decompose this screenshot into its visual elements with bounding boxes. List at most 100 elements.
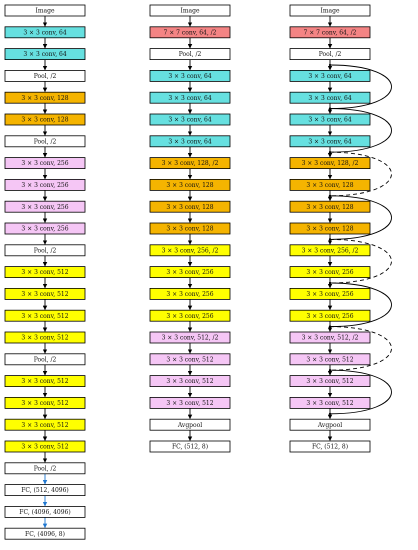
layer-block: 3 × 3 conv, 64 (289, 91, 371, 104)
layer-box (4, 178, 86, 191)
layer-box (289, 375, 371, 388)
layer-label: FC, (512, 4096) (21, 487, 69, 494)
layer-label: 3 × 3 conv, 256 (21, 226, 68, 233)
layer-box (4, 462, 86, 475)
layer-box (289, 331, 371, 344)
layer-label: 3 × 3 conv, 64 (168, 117, 212, 124)
layer-block: 3 × 3 conv, 128 (289, 222, 371, 235)
layer-box (289, 70, 371, 82)
layer-block: 3 × 3 conv, 64 (4, 26, 86, 39)
layer-block: 3 × 3 conv, 512 (4, 287, 86, 300)
layer-block: 3 × 3 conv, 256 (289, 287, 371, 300)
layer-box (149, 157, 231, 170)
layer-box (289, 287, 371, 300)
layer-label: Pool, /2 (34, 247, 57, 254)
layer-box (149, 353, 231, 366)
layer-block: 3 × 3 conv, 512, /2 (149, 331, 231, 344)
layer-label: 3 × 3 conv, 256 (21, 182, 68, 189)
layer-block: 3 × 3 conv, 64 (289, 113, 371, 126)
layer-box (149, 331, 231, 344)
layer-block: 3 × 3 conv, 512 (4, 396, 86, 409)
skip-connection (329, 195, 392, 240)
skip-junction (328, 194, 332, 197)
skip-junction (328, 63, 332, 67)
layer-box (289, 157, 371, 170)
layer-label: 3 × 3 conv, 512 (306, 356, 353, 363)
layer-block: Pool, /2 (149, 48, 231, 60)
layer-box (149, 396, 231, 409)
layer-label: 3 × 3 conv, 128 (21, 117, 68, 124)
layer-label: 3 × 3 conv, 128 (306, 182, 353, 189)
layer-label: 3 × 3 conv, 256 (306, 291, 353, 298)
layer-box (289, 135, 371, 148)
layer-block: 7 × 7 conv, 64, /2 (149, 26, 231, 39)
layer-block: 3 × 3 conv, 128 (149, 178, 231, 191)
layer-box (149, 113, 231, 126)
skip-connection (329, 64, 392, 110)
layer-block: Pool, /2 (4, 353, 86, 366)
layer-box (149, 178, 231, 191)
layer-label: Image (320, 8, 339, 15)
layer-block: 3 × 3 conv, 64 (149, 70, 231, 82)
layer-block: Image (4, 4, 86, 17)
layer-block: 3 × 3 conv, 512 (4, 418, 86, 431)
layer-box (289, 113, 371, 126)
layer-box (4, 70, 86, 82)
layer-box (4, 266, 86, 279)
layer-label: FC, (512, 8) (312, 444, 348, 451)
layer-block: FC, (512, 8) (289, 440, 371, 453)
layer-box (289, 222, 371, 235)
layer-label: 3 × 3 conv, 512 (166, 378, 213, 385)
layer-label: 7 × 7 conv, 64, /2 (163, 29, 216, 36)
layer-label: 3 × 3 conv, 64 (168, 138, 212, 145)
layer-box (4, 484, 86, 497)
layer-box (4, 331, 86, 344)
layer-label: Pool, /2 (34, 465, 57, 472)
layer-box (289, 4, 371, 17)
layer-box (149, 135, 231, 148)
layer-label: Pool, /2 (319, 51, 342, 58)
layer-block: 3 × 3 conv, 64 (289, 135, 371, 148)
layer-box (4, 113, 86, 126)
skip-connection (329, 282, 392, 328)
layer-box (149, 244, 231, 257)
layer-block: 3 × 3 conv, 64 (149, 113, 231, 126)
layer-box (149, 418, 231, 431)
layer-label: 3 × 3 conv, 512 (166, 356, 213, 363)
layer-label: 3 × 3 conv, 512, /2 (302, 335, 359, 342)
layer-block: 3 × 3 conv, 64 (289, 70, 371, 82)
layer-label: FC, (512, 8) (172, 444, 208, 451)
layer-block: Pool, /2 (4, 462, 86, 475)
layer-label: FC, (4096, 4096) (19, 509, 70, 516)
layer-label: 3 × 3 conv, 64 (168, 95, 212, 102)
layer-block: 3 × 3 conv, 128 (149, 200, 231, 213)
layer-box (149, 200, 231, 213)
layer-box (289, 178, 371, 191)
layer-block: 3 × 3 conv, 128, /2 (289, 157, 371, 170)
layer-box (289, 309, 371, 322)
layer-label: 3 × 3 conv, 512 (21, 422, 68, 429)
layer-block: 3 × 3 conv, 256, /2 (149, 244, 231, 257)
layer-block: FC, (512, 4096) (4, 484, 86, 497)
layer-label: 3 × 3 conv, 512 (21, 335, 68, 342)
layer-block: 3 × 3 conv, 512 (4, 375, 86, 388)
layer-block: 3 × 3 conv, 128 (4, 91, 86, 104)
layer-block: 3 × 3 conv, 512 (4, 331, 86, 344)
layer-box (149, 4, 231, 17)
layer-box (149, 375, 231, 388)
layer-block: Image (289, 4, 371, 17)
layer-block: 3 × 3 conv, 128 (289, 200, 371, 213)
layer-box (4, 26, 86, 39)
layer-box (289, 244, 371, 257)
layer-block: 3 × 3 conv, 128, /2 (149, 157, 231, 170)
layer-box (4, 309, 86, 322)
layer-box (149, 91, 231, 104)
layer-block: Image (149, 4, 231, 17)
layer-label: 3 × 3 conv, 256 (166, 291, 213, 298)
layer-block: 3 × 3 conv, 512 (4, 309, 86, 322)
layer-block: 3 × 3 conv, 256 (4, 222, 86, 235)
layer-label: 3 × 3 conv, 256 (21, 160, 68, 167)
layer-block: 3 × 3 conv, 512 (149, 353, 231, 366)
layer-box (4, 157, 86, 170)
